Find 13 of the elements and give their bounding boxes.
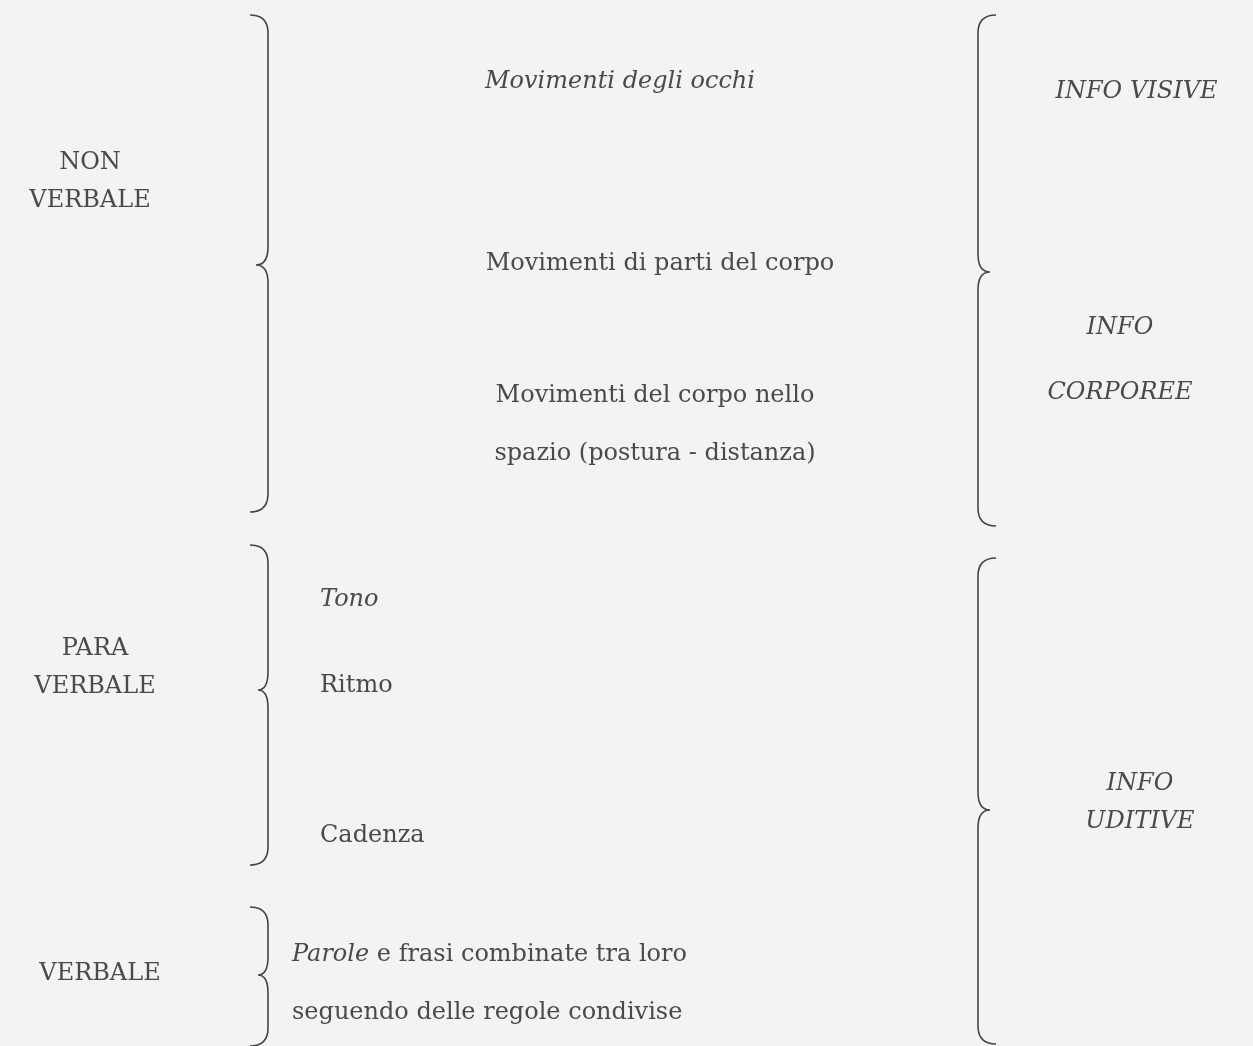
item-text: Cadenza — [320, 820, 426, 849]
item-text: Tono — [320, 584, 380, 613]
category-label: INFO CORPOREE — [1046, 311, 1194, 407]
item-text: Movimenti del corpo nello spazio (postura - distanza) — [493, 379, 817, 468]
group-label: VERBALE — [38, 958, 162, 987]
category-label: INFO UDITIVE — [1084, 767, 1196, 837]
group-label: NON VERBALE — [28, 146, 152, 216]
category-label: INFO VISIVE — [1054, 76, 1219, 105]
item-text: Movimenti di parti del corpo — [484, 248, 836, 277]
item-text: Movimenti degli occhi — [483, 66, 756, 95]
item-text: Ritmo — [320, 670, 394, 699]
group-label: PARA VERBALE — [33, 632, 157, 702]
item-text: Parole e frasi combinate tra loro seguendo delle regole condivise — [292, 938, 688, 1027]
